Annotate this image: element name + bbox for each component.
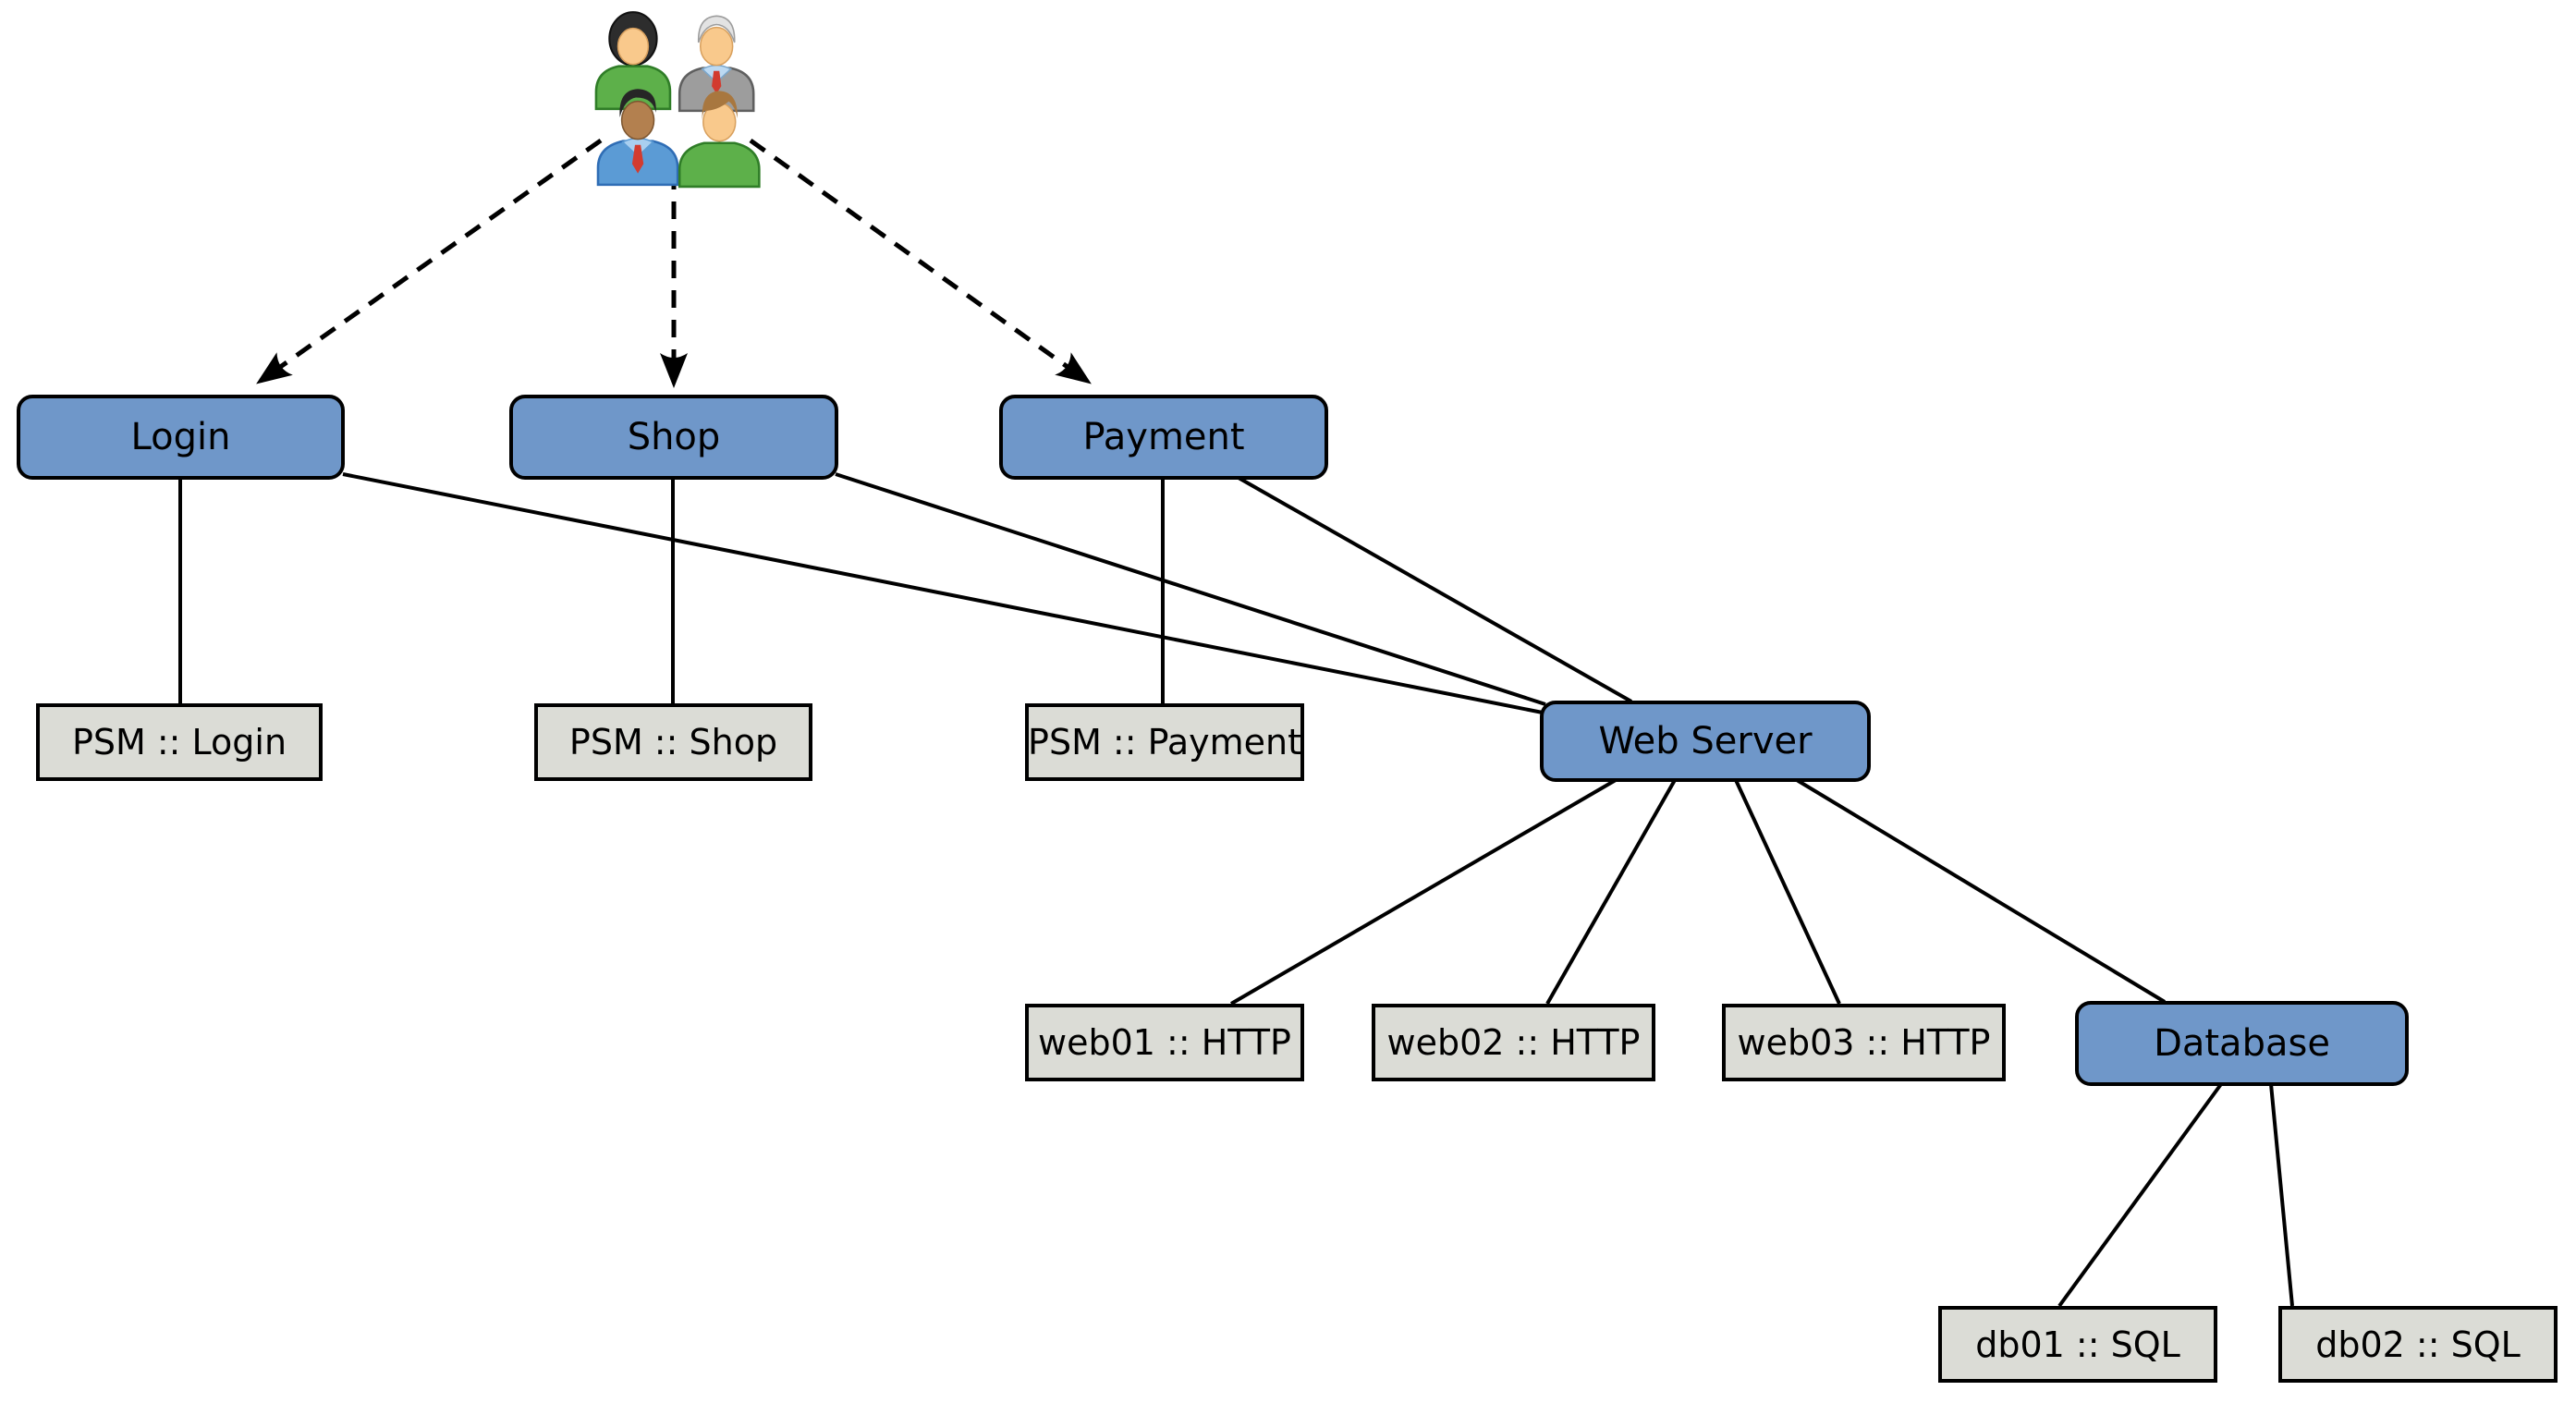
edge-web-server-database — [1795, 778, 2167, 1004]
node-web01[interactable]: web01 :: HTTP — [1025, 1004, 1304, 1081]
edge-database-db02 — [2269, 1083, 2294, 1307]
node-db02[interactable]: db02 :: SQL — [2278, 1306, 2558, 1383]
node-web-server[interactable]: Web Server — [1540, 701, 1871, 782]
edge-web-server-web02 — [1545, 779, 1677, 1005]
node-psm-payment[interactable]: PSM :: Payment — [1025, 703, 1304, 781]
edge-users-login — [256, 138, 603, 384]
node-login[interactable]: Login — [17, 395, 345, 480]
edge-users-payment — [749, 138, 1092, 384]
user-figure-elder — [678, 15, 755, 113]
edge-payment-web-server — [1238, 476, 1632, 703]
edge-shop-web-server — [835, 472, 1546, 706]
user-figure-man-green — [678, 91, 761, 189]
node-database[interactable]: Database — [2075, 1001, 2409, 1086]
node-web02[interactable]: web02 :: HTTP — [1372, 1004, 1655, 1081]
user-figure-man-blue — [596, 89, 679, 187]
node-web03[interactable]: web03 :: HTTP — [1722, 1004, 2006, 1081]
node-psm-shop[interactable]: PSM :: Shop — [534, 703, 812, 781]
node-psm-login[interactable]: PSM :: Login — [36, 703, 323, 781]
node-shop[interactable]: Shop — [509, 395, 838, 480]
node-payment[interactable]: Payment — [999, 395, 1328, 480]
edge-web-server-web01 — [1229, 778, 1618, 1006]
edge-database-db01 — [2057, 1082, 2223, 1308]
edge-login-web-server — [342, 472, 1548, 715]
edge-web-server-web03 — [1734, 779, 1841, 1005]
node-db01[interactable]: db01 :: SQL — [1938, 1306, 2217, 1383]
users-icon — [594, 11, 761, 189]
